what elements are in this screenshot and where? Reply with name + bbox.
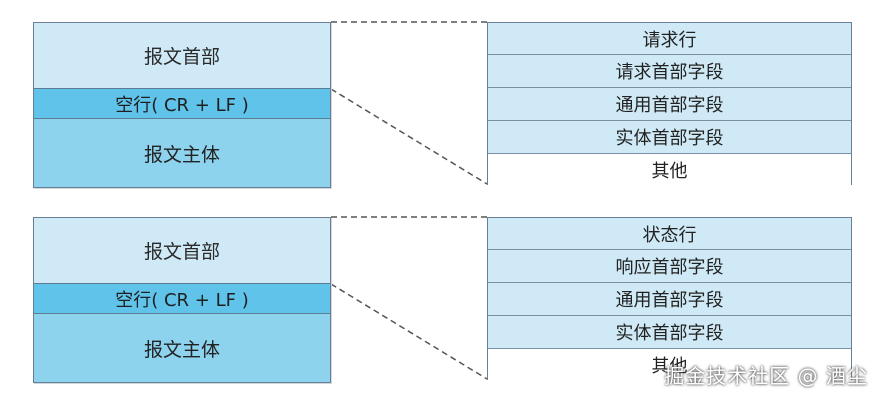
response-body-block: 报文主体 <box>34 314 330 382</box>
general-header-fields-row: 通用首部字段 <box>488 283 851 316</box>
request-header-detail-table: 请求行 请求首部字段 通用首部字段 实体首部字段 其他 <box>487 22 852 185</box>
response-header-fields-row: 响应首部字段 <box>488 250 851 283</box>
request-connector-lines <box>330 21 488 185</box>
other-row: 其他 <box>488 349 851 380</box>
request-body-block: 报文主体 <box>34 119 330 187</box>
request-message-panel: 报文首部 空行( CR + LF ) 报文主体 请求行 请求首部字段 通用首部字… <box>0 0 882 190</box>
response-header-detail-table: 状态行 响应首部字段 通用首部字段 实体首部字段 其他 <box>487 217 852 380</box>
other-row: 其他 <box>488 154 851 185</box>
entity-header-fields-row: 实体首部字段 <box>488 121 851 154</box>
response-header-block: 报文首部 <box>34 218 330 283</box>
watermark-text: 掘金技术社区 @ 酒尘 <box>664 364 868 388</box>
entity-header-fields-row: 实体首部字段 <box>488 316 851 349</box>
request-message-structure: 报文首部 空行( CR + LF ) 报文主体 <box>33 22 331 188</box>
request-line-row: 请求行 <box>488 23 851 55</box>
request-header-block: 报文首部 <box>34 23 330 88</box>
request-blank-line-block: 空行( CR + LF ) <box>34 88 330 119</box>
request-header-fields-row: 请求首部字段 <box>488 55 851 88</box>
response-message-structure: 报文首部 空行( CR + LF ) 报文主体 <box>33 217 331 383</box>
general-header-fields-row: 通用首部字段 <box>488 88 851 121</box>
response-connector-lines <box>330 216 488 380</box>
response-blank-line-block: 空行( CR + LF ) <box>34 283 330 314</box>
status-line-row: 状态行 <box>488 218 851 250</box>
response-message-panel: 报文首部 空行( CR + LF ) 报文主体 状态行 响应首部字段 通用首部字… <box>0 195 882 385</box>
